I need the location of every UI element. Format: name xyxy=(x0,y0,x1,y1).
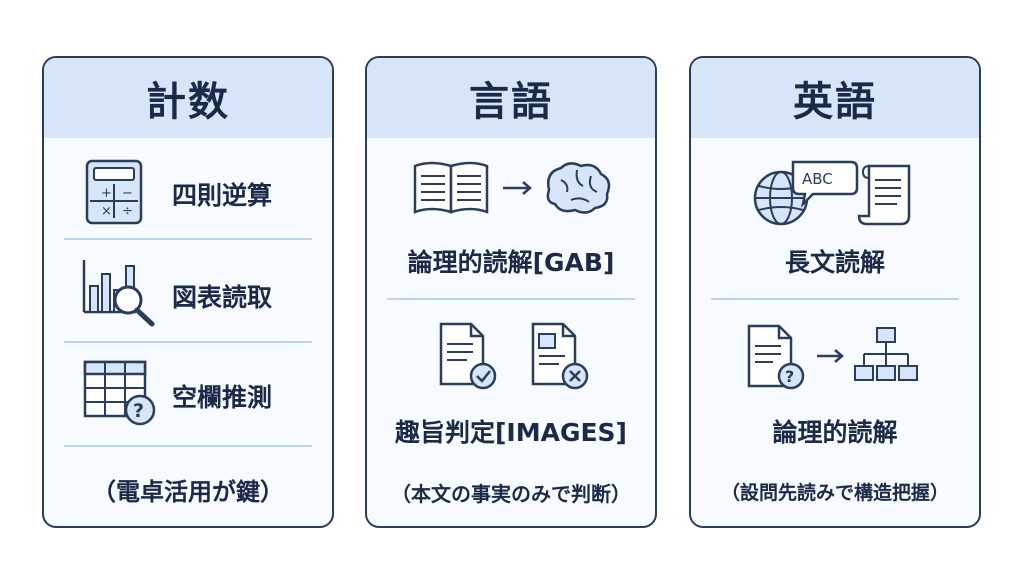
svg-text:?: ? xyxy=(133,400,144,422)
divider xyxy=(711,298,959,300)
bubble-text: ABC xyxy=(802,170,833,188)
item-label: 趣旨判定[IMAGES] xyxy=(395,418,627,447)
divider xyxy=(387,298,635,300)
document-check-cross-icon xyxy=(439,322,589,390)
svg-text:+: + xyxy=(101,186,112,201)
list-item: 図表読取 xyxy=(44,254,332,328)
item-label: 長文読解 xyxy=(784,248,885,277)
svg-text:−: − xyxy=(122,186,133,201)
card-keisu: 計数 + − × ÷ 四則逆算 図表読取 xyxy=(42,56,334,528)
card-title: 英語 xyxy=(691,58,979,138)
list-item: + − × ÷ 四則逆算 xyxy=(44,156,332,230)
table-question-icon: ? xyxy=(83,360,156,426)
item-label: 論理的読解[GAB] xyxy=(407,248,615,277)
globe-abc-scroll-icon: ABC xyxy=(753,160,911,226)
item-label: 図表読取 xyxy=(172,283,273,312)
card-title: 言語 xyxy=(367,58,655,138)
item-label: 四則逆算 xyxy=(172,181,273,210)
chart-magnifier-icon xyxy=(82,260,155,327)
list-item: ? 空欄推測 xyxy=(44,358,332,432)
svg-text:÷: ÷ xyxy=(122,204,133,219)
card-note: （本文の事実のみで判断） xyxy=(391,482,631,506)
card-eigo: 英語 ABC 長文読解 ? 論理的読解 （設 xyxy=(689,56,981,528)
divider xyxy=(64,238,312,240)
book-to-brain-icon xyxy=(413,161,611,214)
item-label: 論理的読解 xyxy=(772,418,898,447)
card-note: （設問先読みで構造把握） xyxy=(720,482,949,504)
item-label: 空欄推測 xyxy=(172,383,273,412)
calculator-icon: + − × ÷ xyxy=(85,159,143,225)
document-to-hierarchy-icon: ? xyxy=(747,324,918,390)
card-note: （電卓活用が鍵） xyxy=(92,478,284,506)
svg-text:×: × xyxy=(101,204,112,219)
card-title: 計数 xyxy=(44,58,332,138)
card-gengo: 言語 論理的読解[GAB] 趣旨判定[IMAGES] （本文 xyxy=(365,56,657,528)
divider xyxy=(64,341,312,343)
svg-text:?: ? xyxy=(785,367,794,386)
divider xyxy=(64,445,312,447)
